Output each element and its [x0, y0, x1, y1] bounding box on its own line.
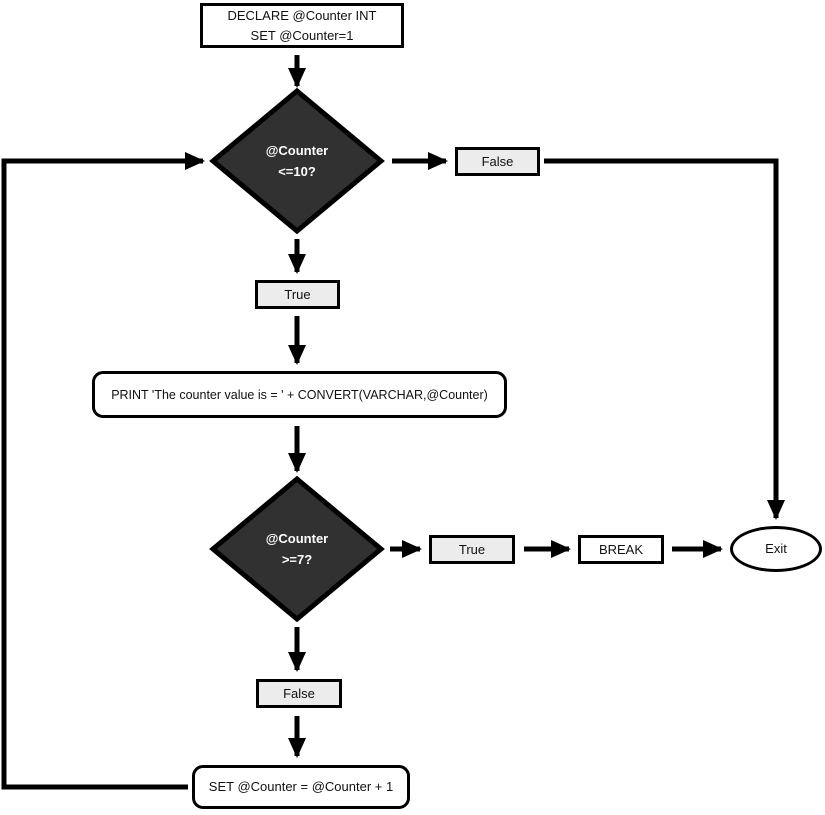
print-statement-node: PRINT 'The counter value is = ' + CONVER… — [92, 371, 507, 418]
true-branch-label-2: True — [458, 541, 486, 557]
break-statement-node: BREAK — [578, 535, 664, 564]
start-node: DECLARE @Counter INT SET @Counter=1 — [200, 3, 404, 48]
edge-increment-loop-to-decision1 — [1, 152, 205, 790]
start-node-line1: DECLARE @Counter INT — [227, 7, 377, 23]
start-node-line2: SET @Counter=1 — [250, 27, 354, 43]
decision1-line1: @Counter — [265, 143, 329, 158]
decision2-line2: >=7? — [281, 552, 313, 567]
exit-terminator-node: Exit — [730, 526, 822, 572]
false-branch-node-2: False — [256, 679, 342, 708]
decision1-label: @Counter <=10? — [217, 136, 377, 186]
exit-terminator-label: Exit — [765, 541, 787, 556]
true-branch-node-1: True — [255, 280, 340, 309]
decision1-line2: <=10? — [278, 164, 316, 179]
print-statement-label: PRINT 'The counter value is = ' + CONVER… — [111, 387, 488, 402]
edge-false-to-exit — [544, 158, 785, 520]
increment-statement-node: SET @Counter = @Counter + 1 — [192, 765, 410, 809]
decision2-label: @Counter >=7? — [217, 524, 377, 574]
increment-statement-label: SET @Counter = @Counter + 1 — [208, 779, 394, 794]
false-branch-node-1: False — [455, 147, 540, 176]
decision2-line1: @Counter — [265, 531, 329, 546]
decision1-diamond — [209, 87, 385, 235]
true-branch-node-2: True — [429, 535, 515, 564]
false-branch-label-2: False — [283, 685, 315, 701]
decision2-diamond — [209, 475, 385, 623]
break-statement-label: BREAK — [598, 541, 644, 557]
true-branch-label-1: True — [284, 286, 311, 302]
false-branch-label-1: False — [481, 153, 514, 169]
